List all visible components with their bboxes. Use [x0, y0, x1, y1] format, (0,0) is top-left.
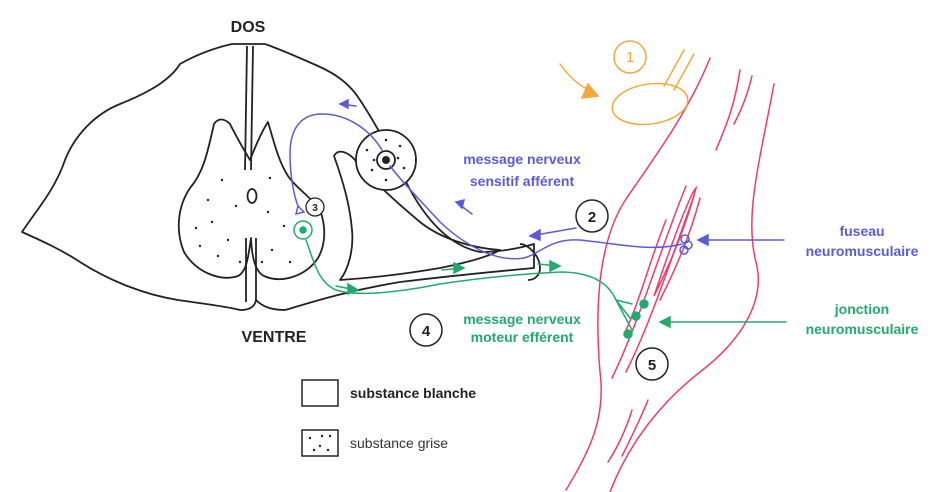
legend-grey-matter: substance grise — [301, 429, 448, 457]
spinal-cord-section — [21, 43, 541, 311]
marker-4: 4 — [409, 313, 443, 347]
marker-5-label: 5 — [648, 357, 656, 374]
sensory-neuron — [289, 98, 785, 260]
dorsal-label: DOS — [231, 19, 266, 36]
legend-grey-matter-label: substance grise — [350, 435, 448, 451]
grey-matter-region — [177, 118, 326, 280]
central-canal — [246, 188, 258, 204]
marker-1-label: 1 — [626, 49, 634, 66]
legend-white-matter: substance blanche — [301, 379, 476, 407]
muscle-outline-left — [565, 57, 711, 491]
motor-message-line1: message nerveux — [463, 311, 581, 327]
spinal-nerve — [519, 243, 541, 281]
spindle-label-line2: neuromusculaire — [806, 243, 919, 259]
motor-neuron — [293, 220, 787, 339]
marker-4-label: 4 — [422, 323, 431, 340]
sensory-message-line2: sensitif afférent — [470, 173, 575, 189]
marker-2: 2 — [575, 199, 609, 233]
legend-grey-matter-swatch — [301, 429, 339, 457]
spindle-label-line1: fuseau — [839, 223, 884, 239]
ventral-fissure — [245, 238, 257, 302]
sensory-message-line1: message nerveux — [463, 151, 581, 167]
marker-5: 5 — [635, 347, 669, 381]
muscle — [565, 57, 775, 492]
marker-1: 1 — [626, 49, 634, 66]
motor-message-line2: moteur efférent — [471, 329, 574, 345]
legend-white-matter-label: substance blanche — [350, 385, 476, 401]
grey-matter-dots — [194, 176, 292, 264]
spindle-outline — [653, 185, 698, 297]
muscle-outline-right — [609, 83, 775, 492]
legend: substance blanche substance grise — [301, 379, 476, 457]
legend-white-matter-swatch — [301, 379, 339, 407]
ventral-label: VENTRE — [242, 329, 307, 346]
marker-2-label: 2 — [588, 209, 596, 226]
junction-label-line1: jonction — [834, 301, 889, 317]
marker-3: 3 — [305, 197, 325, 217]
marker-3-label: 3 — [312, 203, 318, 214]
dorsal-sulcus — [244, 45, 254, 171]
dorsal-root-ganglion — [355, 129, 417, 191]
junction-label-line2: neuromusculaire — [806, 321, 919, 337]
reflex-hammer — [559, 40, 695, 126]
